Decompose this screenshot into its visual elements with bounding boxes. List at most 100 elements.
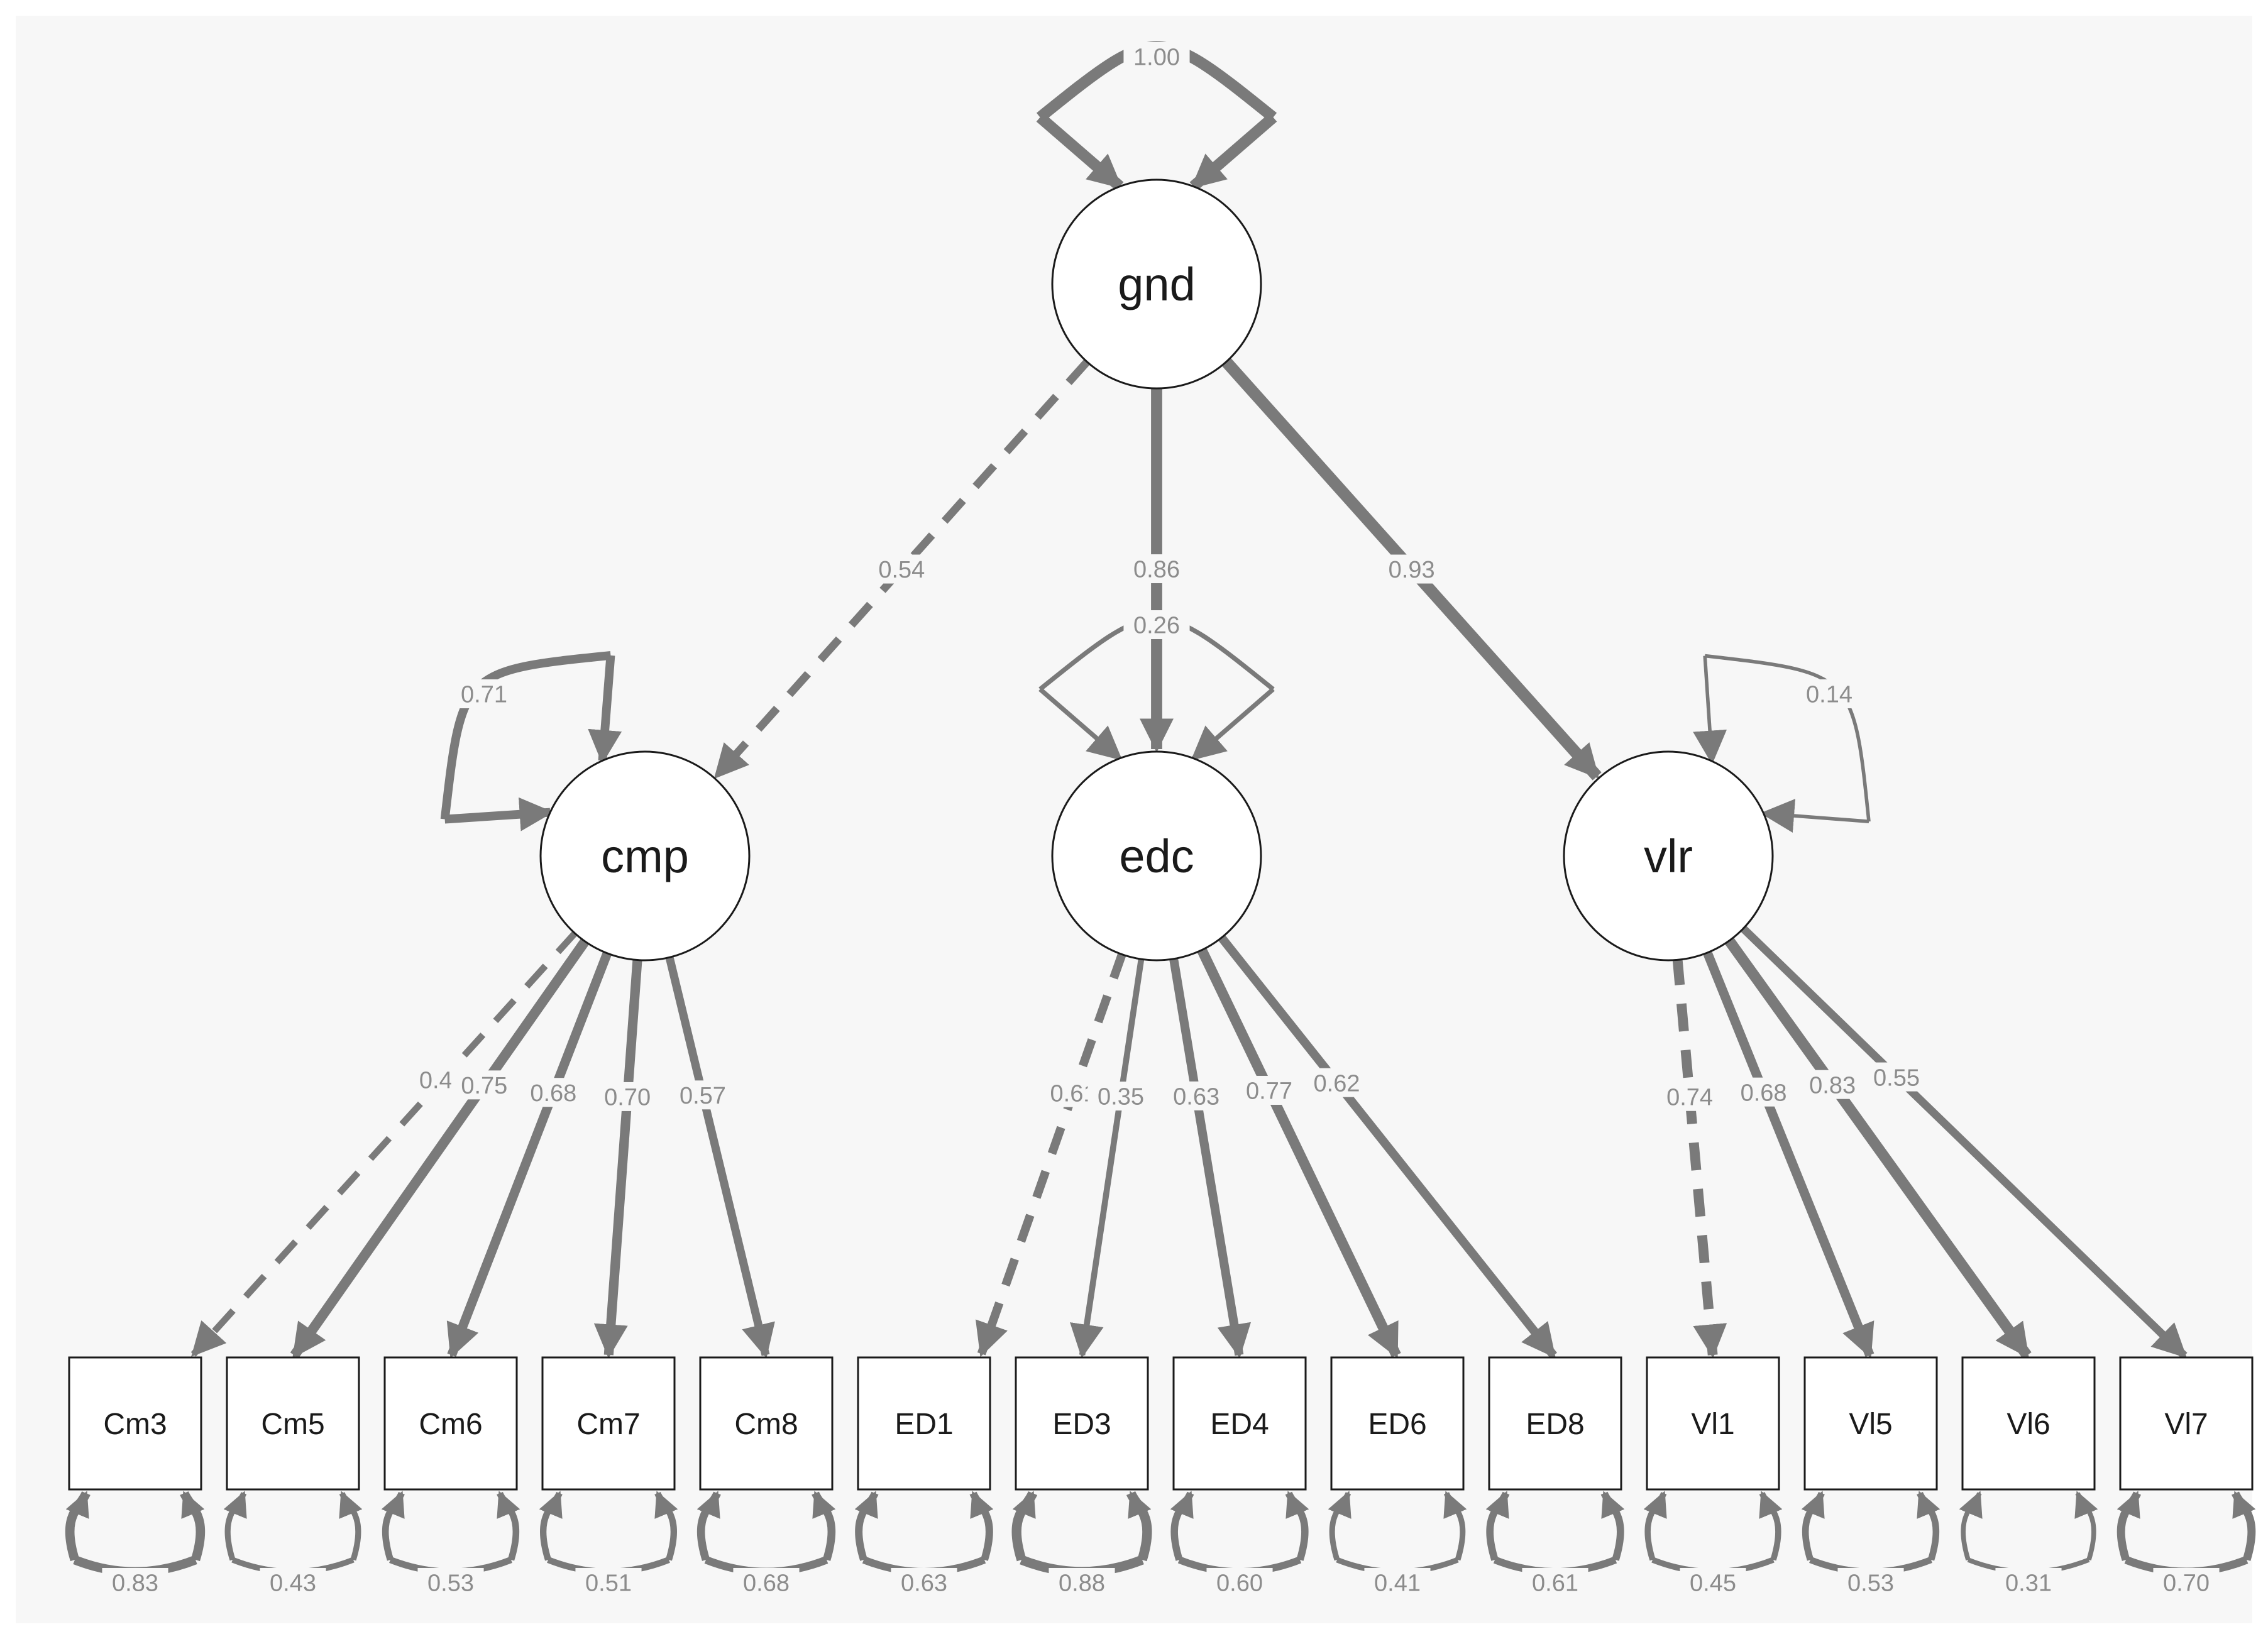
latent-label-gnd: gnd [1118, 258, 1195, 310]
residual-label-ED1-bg [891, 1568, 957, 1597]
residual-label-Cm3: 0.83 [112, 1570, 158, 1597]
loading-label-Vl5-bg [1731, 1077, 1797, 1107]
observed-node-Cm6 [383, 1356, 518, 1491]
loading-path-Cm7 [593, 957, 642, 1359]
loading-path-Cm8 [664, 953, 775, 1359]
loading-label-Cm7-bg [594, 1082, 661, 1111]
residual-loop-Cm5-left [223, 1491, 247, 1561]
residual-loop-Vl6-right [2074, 1491, 2098, 1561]
observed-node-ED6 [1330, 1356, 1465, 1491]
loading-label-ED4: 0.63 [1173, 1083, 1219, 1110]
loading-label-ED3-bg [1087, 1082, 1154, 1111]
variance-label-cmp: 0.71 [461, 682, 507, 708]
latent-node-gnd [1051, 178, 1262, 390]
variance-loop-edc-head-a [1038, 687, 1123, 761]
residual-loop-Vl7-right [2232, 1491, 2256, 1561]
residual-label-Cm6-bg [417, 1568, 484, 1597]
residual-label-Cm6: 0.53 [427, 1570, 474, 1597]
loading-label-Cm8: 0.57 [680, 1083, 726, 1109]
residual-label-Vl6: 0.31 [2005, 1570, 2052, 1597]
observed-label-Cm5: Cm5 [261, 1408, 324, 1441]
residual-loop-Cm5-right [339, 1491, 363, 1561]
loading-label-edc: 0.86 [1133, 557, 1180, 583]
residual-label-Cm3-bg [102, 1568, 168, 1597]
residual-loop-ED4-right [1285, 1491, 1309, 1561]
latent-label-vlr: vlr [1644, 830, 1693, 882]
variance-loop-cmp-head-a [444, 797, 554, 831]
residual-loop-Cm7-right [654, 1491, 678, 1561]
variance-loop-edc-head-b [1191, 687, 1275, 761]
variance-loop-gnd-head-a [1036, 112, 1124, 191]
residual-label-Cm5: 0.43 [270, 1570, 316, 1597]
latent-node-cmp [539, 750, 751, 962]
observed-node-ED3 [1015, 1356, 1149, 1491]
loading-label-Cm8-bg [669, 1080, 736, 1110]
residual-loop-Vl6-left [1959, 1491, 1983, 1561]
observed-node-Cm7 [541, 1356, 676, 1491]
variance-label-vlr: 0.14 [1806, 682, 1852, 708]
residual-label-Vl5-bg [1837, 1568, 1904, 1597]
residual-loop-ED1-right [969, 1491, 994, 1561]
observed-label-Cm8: Cm8 [734, 1408, 798, 1441]
variance-label-cmp-bg [451, 679, 517, 708]
residual-loop-Cm8-left [696, 1491, 721, 1561]
residual-loop-Cm7-left [539, 1491, 563, 1561]
observed-node-ED4 [1172, 1356, 1307, 1491]
observed-node-Vl1 [1646, 1356, 1780, 1491]
residual-loop-Vl5-right [1917, 1491, 1940, 1561]
residual-loop-ED8-right [1600, 1491, 1625, 1561]
variance-label-vlr-bg [1796, 679, 1863, 708]
loading-label-vlr: 0.93 [1389, 557, 1435, 583]
residual-label-ED8: 0.61 [1532, 1570, 1578, 1597]
residual-loop-ED8-left [1485, 1491, 1510, 1561]
residual-loop-Vl7-left [2117, 1491, 2141, 1561]
residual-loop-Vl5-left [1801, 1491, 1825, 1561]
residual-label-Cm8: 0.68 [743, 1570, 790, 1597]
variance-label-edc-bg [1123, 610, 1190, 639]
loading-label-Vl7: 0.55 [1873, 1065, 1920, 1091]
residual-loop-Cm6-left [381, 1491, 405, 1561]
residual-loop-Cm3-right [180, 1491, 206, 1562]
loading-label-ED3: 0.35 [1098, 1084, 1144, 1110]
observed-label-ED4: ED4 [1210, 1408, 1269, 1441]
residual-label-Cm5-bg [260, 1568, 326, 1597]
loading-label-cmp: 0.54 [878, 557, 925, 583]
residual-loop-Cm6-right [497, 1491, 520, 1561]
loading-path-ED1 [975, 950, 1127, 1357]
residual-label-ED6: 0.41 [1374, 1570, 1421, 1597]
observed-label-Cm7: Cm7 [576, 1408, 640, 1441]
observed-label-Vl7: Vl7 [2164, 1408, 2208, 1441]
observed-label-Cm3: Cm3 [103, 1408, 167, 1441]
residual-label-ED3-bg [1049, 1568, 1115, 1597]
residual-label-Vl1: 0.45 [1690, 1570, 1736, 1597]
loading-label-ED6-bg [1236, 1075, 1302, 1105]
loading-label-ED8-bg [1303, 1068, 1370, 1097]
loading-path-ED6 [1196, 945, 1401, 1359]
observed-label-Vl6: Vl6 [2007, 1408, 2050, 1441]
observed-node-Cm5 [226, 1356, 360, 1491]
residual-loop-ED6-left [1328, 1491, 1351, 1561]
loading-label-vlr-bg [1379, 554, 1445, 584]
residual-loop-Vl1-right [1759, 1491, 1783, 1561]
observed-label-Cm6: Cm6 [419, 1408, 482, 1441]
latent-label-edc: edc [1119, 830, 1194, 882]
residual-loop-Cm8-right [812, 1491, 836, 1561]
observed-label-ED3: ED3 [1052, 1408, 1111, 1441]
observed-label-Vl5: Vl5 [1849, 1408, 1892, 1441]
variance-loop-vlr-head-a [1693, 655, 1727, 765]
residual-label-Vl7-bg [2153, 1568, 2220, 1597]
residual-loop-ED3-left [1011, 1491, 1038, 1562]
loading-label-cmp-bg [868, 554, 935, 584]
variance-loop-cmp-head-b [588, 655, 622, 764]
loading-label-Cm5: 0.75 [461, 1073, 507, 1099]
loading-label-ED4-bg [1163, 1081, 1230, 1110]
variance-label-gnd-bg [1123, 42, 1190, 71]
residual-loop-ED6-right [1443, 1491, 1467, 1561]
residual-label-Cm7: 0.51 [585, 1570, 632, 1597]
residual-label-Vl7: 0.70 [2163, 1570, 2210, 1597]
loading-label-Cm5-bg [451, 1070, 517, 1100]
residual-label-Vl5: 0.53 [1847, 1570, 1894, 1597]
observed-node-Vl6 [1961, 1356, 2096, 1491]
latent-node-vlr [1563, 750, 1774, 962]
loading-label-Cm6-bg [520, 1078, 586, 1107]
